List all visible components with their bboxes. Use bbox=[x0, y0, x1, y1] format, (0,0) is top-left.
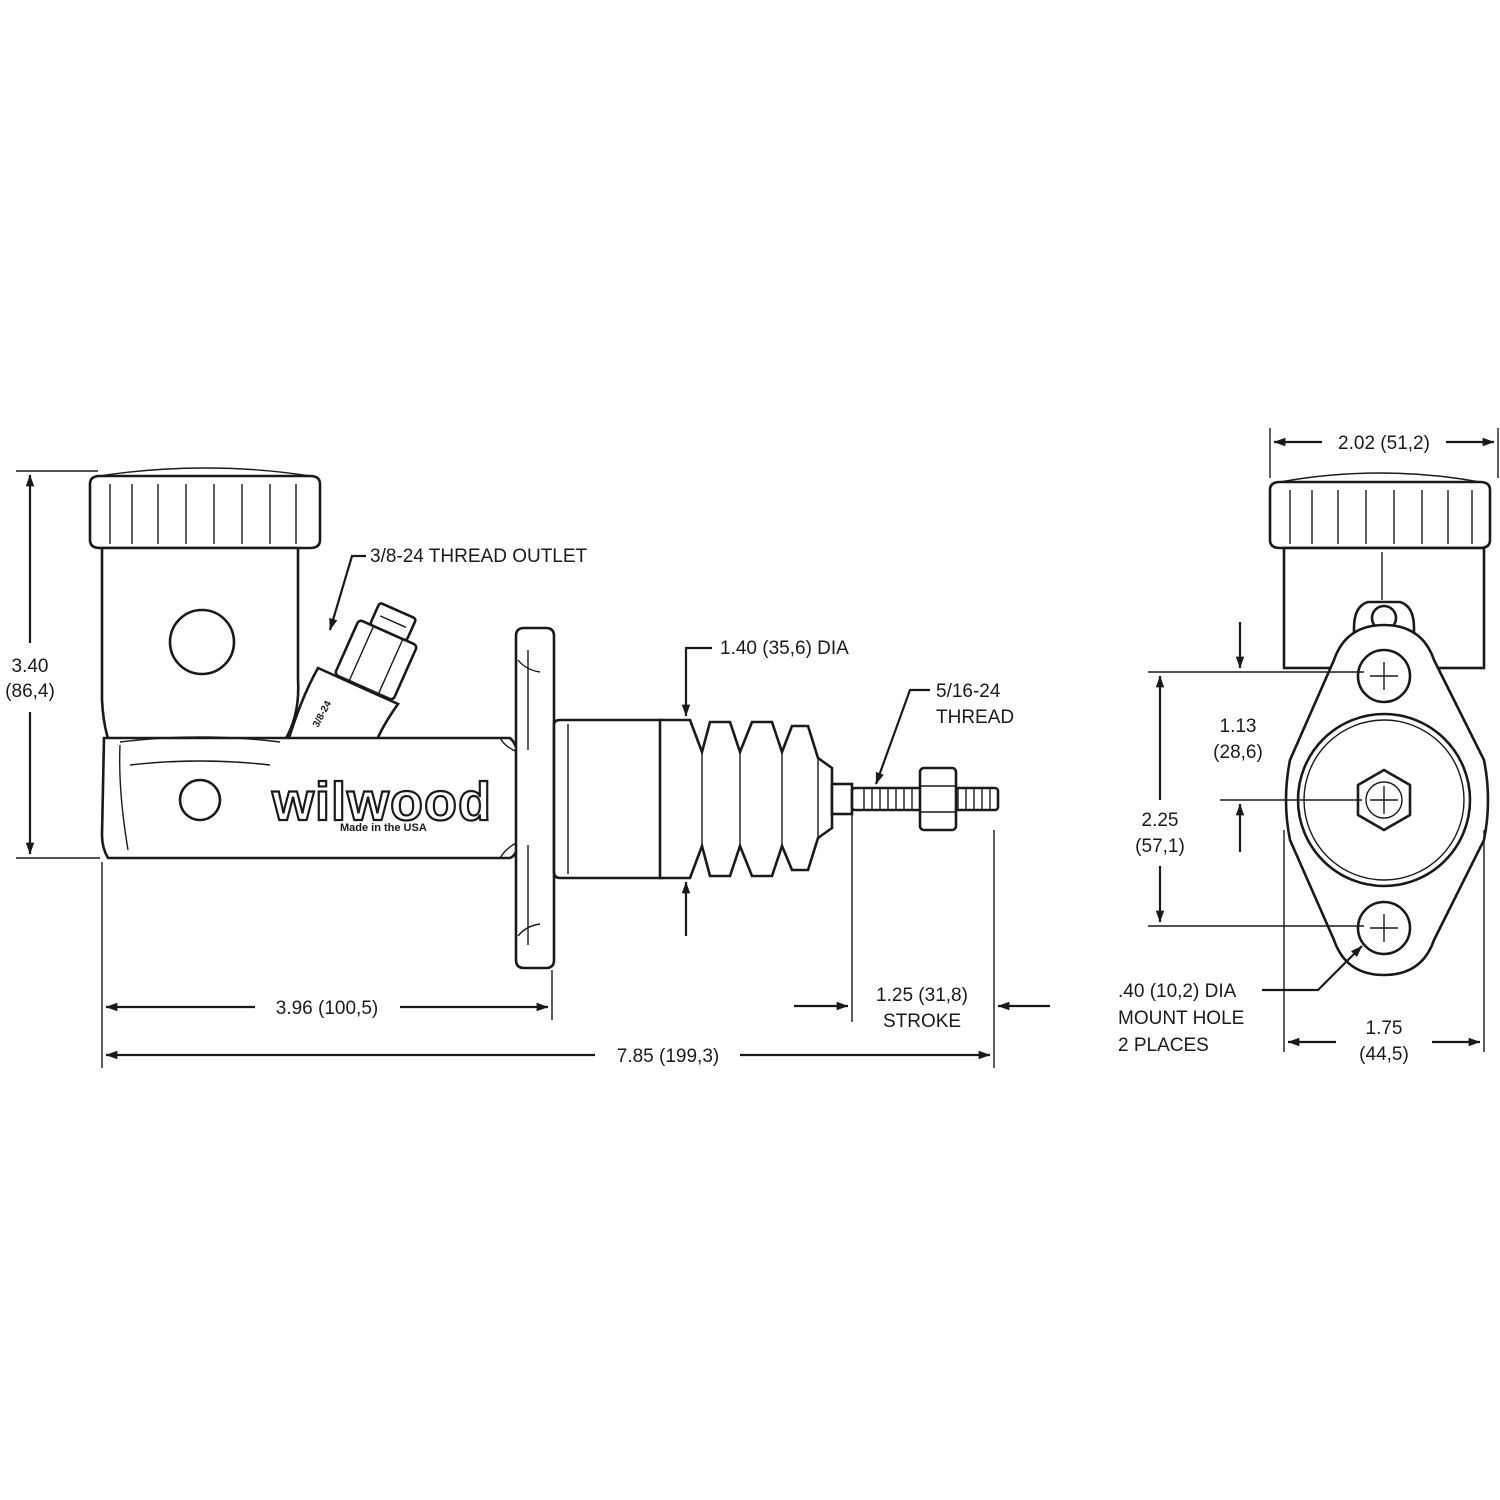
outlet-label: 3/8-24 THREAD OUTLET bbox=[370, 546, 588, 567]
logo-wordmark: wilwood bbox=[271, 772, 492, 832]
end-view: 2.02 (51,2) 1.13 (28,6) 2.25 (57,1) .40 … bbox=[1118, 428, 1499, 1065]
hole-spacing-mm: (57,1) bbox=[1135, 836, 1185, 857]
rubber-boot bbox=[658, 718, 834, 880]
dim-flange-length: 3.96 (100,5) bbox=[101, 862, 553, 1068]
stroke-label: STROKE bbox=[883, 1011, 961, 1032]
side-view: 3/8-24 wilwood Made in the USA bbox=[5, 467, 1050, 1068]
reservoir-cap-side bbox=[88, 467, 322, 550]
wilwood-logo: wilwood Made in the USA bbox=[270, 771, 492, 834]
outlet-boss: 3/8-24 bbox=[284, 602, 418, 757]
bore-dia-label: 1.40 (35,6) DIA bbox=[720, 638, 849, 659]
upper-offset-inches: 1.13 bbox=[1220, 716, 1257, 737]
pushrod bbox=[830, 766, 1000, 832]
height-inches: 3.40 bbox=[12, 656, 49, 677]
dim-overall-width: 2.02 (51,2) bbox=[1269, 428, 1499, 478]
dim-bore: 1.40 (35,6) DIA bbox=[681, 638, 849, 936]
mounting-flange-side bbox=[514, 626, 556, 970]
flange-end bbox=[1284, 623, 1490, 977]
reservoir-body-side bbox=[100, 546, 300, 762]
dim-overall-length: 7.85 (199,3) bbox=[105, 830, 995, 1068]
dim-outlet: 3/8-24 THREAD OUTLET bbox=[328, 546, 588, 631]
upper-offset-mm: (28,6) bbox=[1213, 742, 1263, 763]
dim-stroke: 1.25 (31,8) STROKE bbox=[794, 814, 1050, 1032]
dim-pushrod-thread: 5/16-24 THREAD bbox=[874, 681, 1014, 785]
height-mm: (86,4) bbox=[5, 681, 55, 702]
dim-flange-width: 1.75 (44,5) bbox=[1283, 830, 1485, 1065]
bore-housing-side bbox=[552, 718, 664, 880]
dim-mount-hole: .40 (10,2) DIA MOUNT HOLE 2 PLACES bbox=[1118, 945, 1363, 1056]
overall-length-label: 7.85 (199,3) bbox=[617, 1046, 719, 1067]
overall-width-label: 2.02 (51,2) bbox=[1338, 433, 1430, 454]
hole-spacing-inches: 2.25 bbox=[1142, 810, 1179, 831]
flange-length-label: 3.96 (100,5) bbox=[276, 998, 378, 1019]
dim-height: 3.40 (86,4) bbox=[5, 470, 100, 859]
flange-width-inches: 1.75 bbox=[1366, 1018, 1403, 1039]
mount-hole-line2: MOUNT HOLE bbox=[1118, 1008, 1244, 1029]
reservoir-cap-end bbox=[1268, 472, 1492, 550]
stroke-value: 1.25 (31,8) bbox=[876, 985, 968, 1006]
flange-width-mm: (44,5) bbox=[1359, 1044, 1409, 1065]
logo-tagline: Made in the USA bbox=[340, 822, 427, 834]
dim-hole-spacing: 2.25 (57,1) bbox=[1135, 675, 1364, 927]
dim-upper-offset: 1.13 (28,6) bbox=[1148, 622, 1364, 852]
mount-hole-line1: .40 (10,2) DIA bbox=[1118, 981, 1237, 1002]
pushrod-thread-line2: THREAD bbox=[936, 707, 1014, 728]
pushrod-thread-line1: 5/16-24 bbox=[936, 681, 1001, 702]
mount-hole-line3: 2 PLACES bbox=[1118, 1035, 1209, 1056]
